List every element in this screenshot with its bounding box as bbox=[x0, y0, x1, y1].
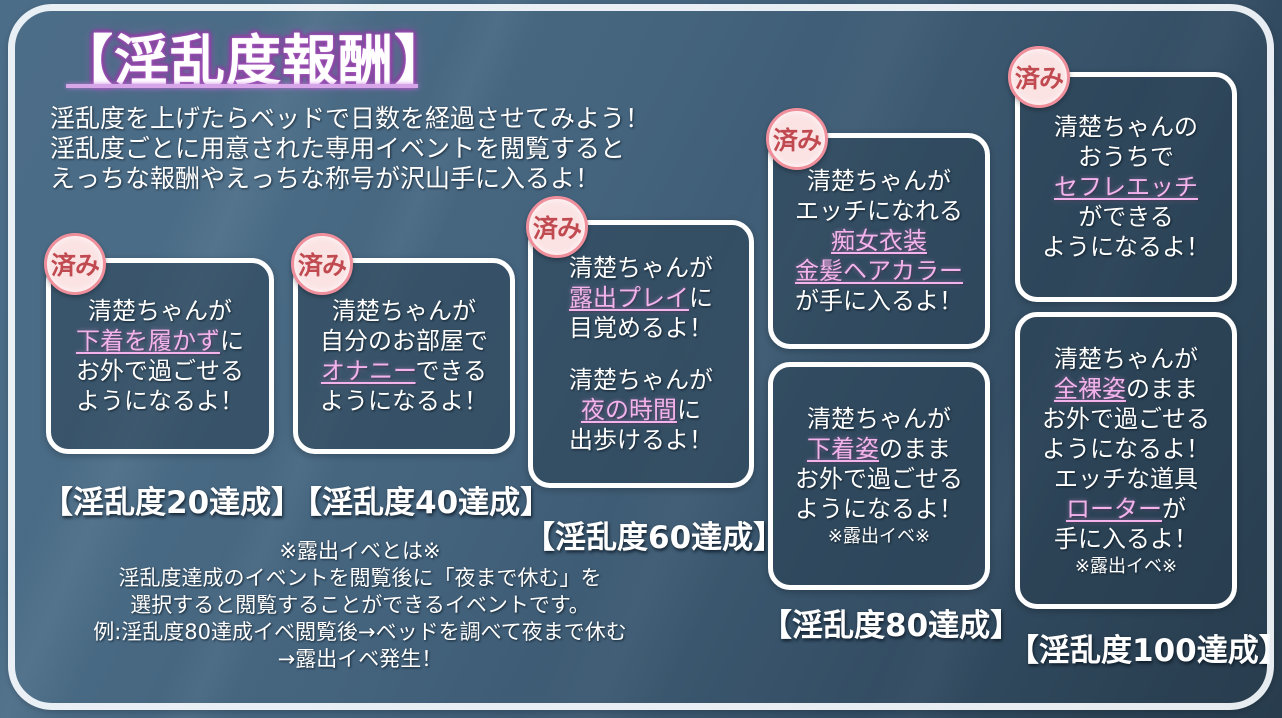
footnote-line: 例:淫乱度80達成イベ閲覧後→ベッドを調べて夜まで休む bbox=[93, 620, 627, 644]
footnote-line: ※露出イベとは※ bbox=[279, 539, 441, 563]
card-text: のまま bbox=[1126, 374, 1198, 403]
card-text-block: 清楚ちゃんが下着姿のままお外で過ごせるようになるよ！ bbox=[795, 404, 963, 524]
reward-card-100-nude: 清楚ちゃんが全裸姿のままお外で過ごせるようになるよ！エッチな道具ローターが手に入… bbox=[1015, 312, 1237, 609]
done-badge: 済み bbox=[44, 233, 106, 295]
highlighted-term: 全裸姿 bbox=[1054, 374, 1126, 403]
card-text: ようになるよ！ bbox=[76, 387, 244, 415]
card-note: ※露出イベ※ bbox=[827, 526, 931, 547]
card-text: に bbox=[689, 284, 713, 312]
achievement-label-80: 【淫乱度80達成】 bbox=[761, 608, 1022, 644]
footnote-line: →露出イベ発生！ bbox=[277, 647, 443, 671]
card-text: おうちで bbox=[1078, 143, 1174, 171]
card-text: できる bbox=[415, 357, 488, 385]
card-text: ができる bbox=[1078, 203, 1174, 231]
achievement-label-40: 【淫乱度40達成】 bbox=[291, 485, 552, 521]
card-text: ようになるよ！ bbox=[320, 387, 488, 415]
reward-card-100-sefure: 清楚ちゃんのおうちでセフレエッチができるようになるよ！ bbox=[1015, 72, 1237, 302]
card-text: 手に入るよ！ bbox=[1054, 524, 1198, 553]
card-text: ようになるよ！ bbox=[1042, 434, 1210, 463]
highlighted-term: 下着を履かず bbox=[76, 327, 220, 355]
achievement-label-100: 【淫乱度100達成】 bbox=[1008, 633, 1282, 669]
card-text: エッチな道具 bbox=[1054, 464, 1198, 493]
card-text: 出歩けるよ！ bbox=[569, 426, 713, 454]
reward-card-60: 清楚ちゃんが露出プレイに目覚めるよ！清楚ちゃんが夜の時間に出歩けるよ！ bbox=[528, 220, 754, 488]
highlighted-term: 夜の時間 bbox=[581, 396, 677, 424]
footnote-line: 淫乱度達成のイベントを閲覧後に「夜まで休む」を bbox=[118, 566, 602, 590]
card-note: ※露出イベ※ bbox=[1074, 555, 1178, 577]
card-text-block: 清楚ちゃんが全裸姿のままお外で過ごせるようになるよ！エッチな道具ローターが手に入… bbox=[1042, 344, 1210, 554]
card-text-block: 清楚ちゃんが下着を履かずにお外で過ごせるようになるよ！ bbox=[76, 296, 244, 416]
done-badge: 済み bbox=[526, 196, 588, 258]
achievement-label-20: 【淫乱度20達成】 bbox=[42, 485, 303, 521]
card-text: が bbox=[1162, 494, 1186, 523]
card-text: に bbox=[220, 327, 244, 355]
card-text-block: 清楚ちゃんが自分のお部屋でオナニーできるようになるよ！ bbox=[320, 296, 488, 416]
card-text: 清楚ちゃんが bbox=[807, 167, 951, 195]
intro-line: 淫乱度ごとに用意された専用イベントを閲覧すると bbox=[50, 134, 626, 163]
card-text-block: 清楚ちゃんがエッチになれる痴女衣装金髪ヘアカラーが手に入るよ！ bbox=[795, 166, 963, 316]
card-text: 清楚ちゃんが bbox=[1054, 344, 1198, 373]
footnote-line: 選択すると閲覧することができるイベントです。 bbox=[130, 593, 590, 617]
done-badge: 済み bbox=[291, 233, 353, 295]
card-text: のまま bbox=[879, 435, 951, 463]
intro-line: えっちな報酬やえっちな称号が沢山手に入るよ！ bbox=[50, 164, 601, 193]
highlighted-term: 痴女衣装 bbox=[831, 227, 927, 255]
card-text: お外で過ごせる bbox=[1042, 404, 1210, 433]
intro-line: 淫乱度を上げたらベッドで日数を経過させてみよう！ bbox=[50, 104, 651, 133]
card-text: 清楚ちゃんが bbox=[569, 254, 713, 282]
highlighted-term: 金髪ヘアカラー bbox=[795, 257, 963, 285]
card-text: お外で過ごせる bbox=[76, 357, 244, 385]
highlighted-term: オナニー bbox=[320, 357, 416, 385]
card-text: 目覚めるよ！ bbox=[569, 314, 713, 342]
card-text: 清楚ちゃんが bbox=[807, 405, 951, 433]
card-text: 清楚ちゃんが bbox=[88, 297, 232, 325]
card-text: に bbox=[677, 396, 701, 424]
highlighted-term: 露出プレイ bbox=[569, 284, 689, 312]
card-text: エッチになれる bbox=[795, 197, 963, 225]
done-badge: 済み bbox=[766, 108, 828, 170]
card-text-block: 清楚ちゃんが夜の時間に出歩けるよ！ bbox=[569, 365, 713, 455]
card-text: 清楚ちゃんの bbox=[1054, 113, 1198, 141]
highlighted-term: ローター bbox=[1066, 494, 1162, 523]
card-text: 清楚ちゃんが bbox=[569, 366, 713, 394]
highlighted-term: 下着姿 bbox=[807, 435, 879, 463]
reward-card-80-outfit: 清楚ちゃんがエッチになれる痴女衣装金髪ヘアカラーが手に入るよ！ bbox=[768, 133, 990, 349]
achievement-label-60: 【淫乱度60達成】 bbox=[524, 520, 785, 556]
page-title: 【淫乱度報酬】 bbox=[58, 29, 451, 93]
highlighted-term: セフレエッチ bbox=[1054, 173, 1198, 201]
reward-card-40: 清楚ちゃんが自分のお部屋でオナニーできるようになるよ！ bbox=[293, 258, 515, 454]
card-text: お外で過ごせる bbox=[795, 465, 963, 493]
reward-card-80-underwear: 清楚ちゃんが下着姿のままお外で過ごせるようになるよ！※露出イベ※ bbox=[768, 362, 990, 590]
card-text-block: 清楚ちゃんが露出プレイに目覚めるよ！ bbox=[569, 253, 713, 343]
card-text-block: 清楚ちゃんのおうちでセフレエッチができるようになるよ！ bbox=[1042, 112, 1210, 262]
footnote: ※露出イベとは※ 淫乱度達成のイベントを閲覧後に「夜まで休む」を選択すると閲覧する… bbox=[30, 538, 690, 673]
done-badge: 済み bbox=[1008, 46, 1070, 108]
card-text: 清楚ちゃんが bbox=[332, 297, 476, 325]
title-underline bbox=[66, 84, 418, 88]
intro-text: 淫乱度を上げたらベッドで日数を経過させてみよう！淫乱度ごとに用意された専用イベン… bbox=[50, 104, 650, 194]
card-text: ようになるよ！ bbox=[795, 495, 963, 523]
card-text: が手に入るよ！ bbox=[795, 287, 963, 315]
card-text: 自分のお部屋で bbox=[320, 327, 488, 355]
card-text: ようになるよ！ bbox=[1042, 233, 1210, 261]
